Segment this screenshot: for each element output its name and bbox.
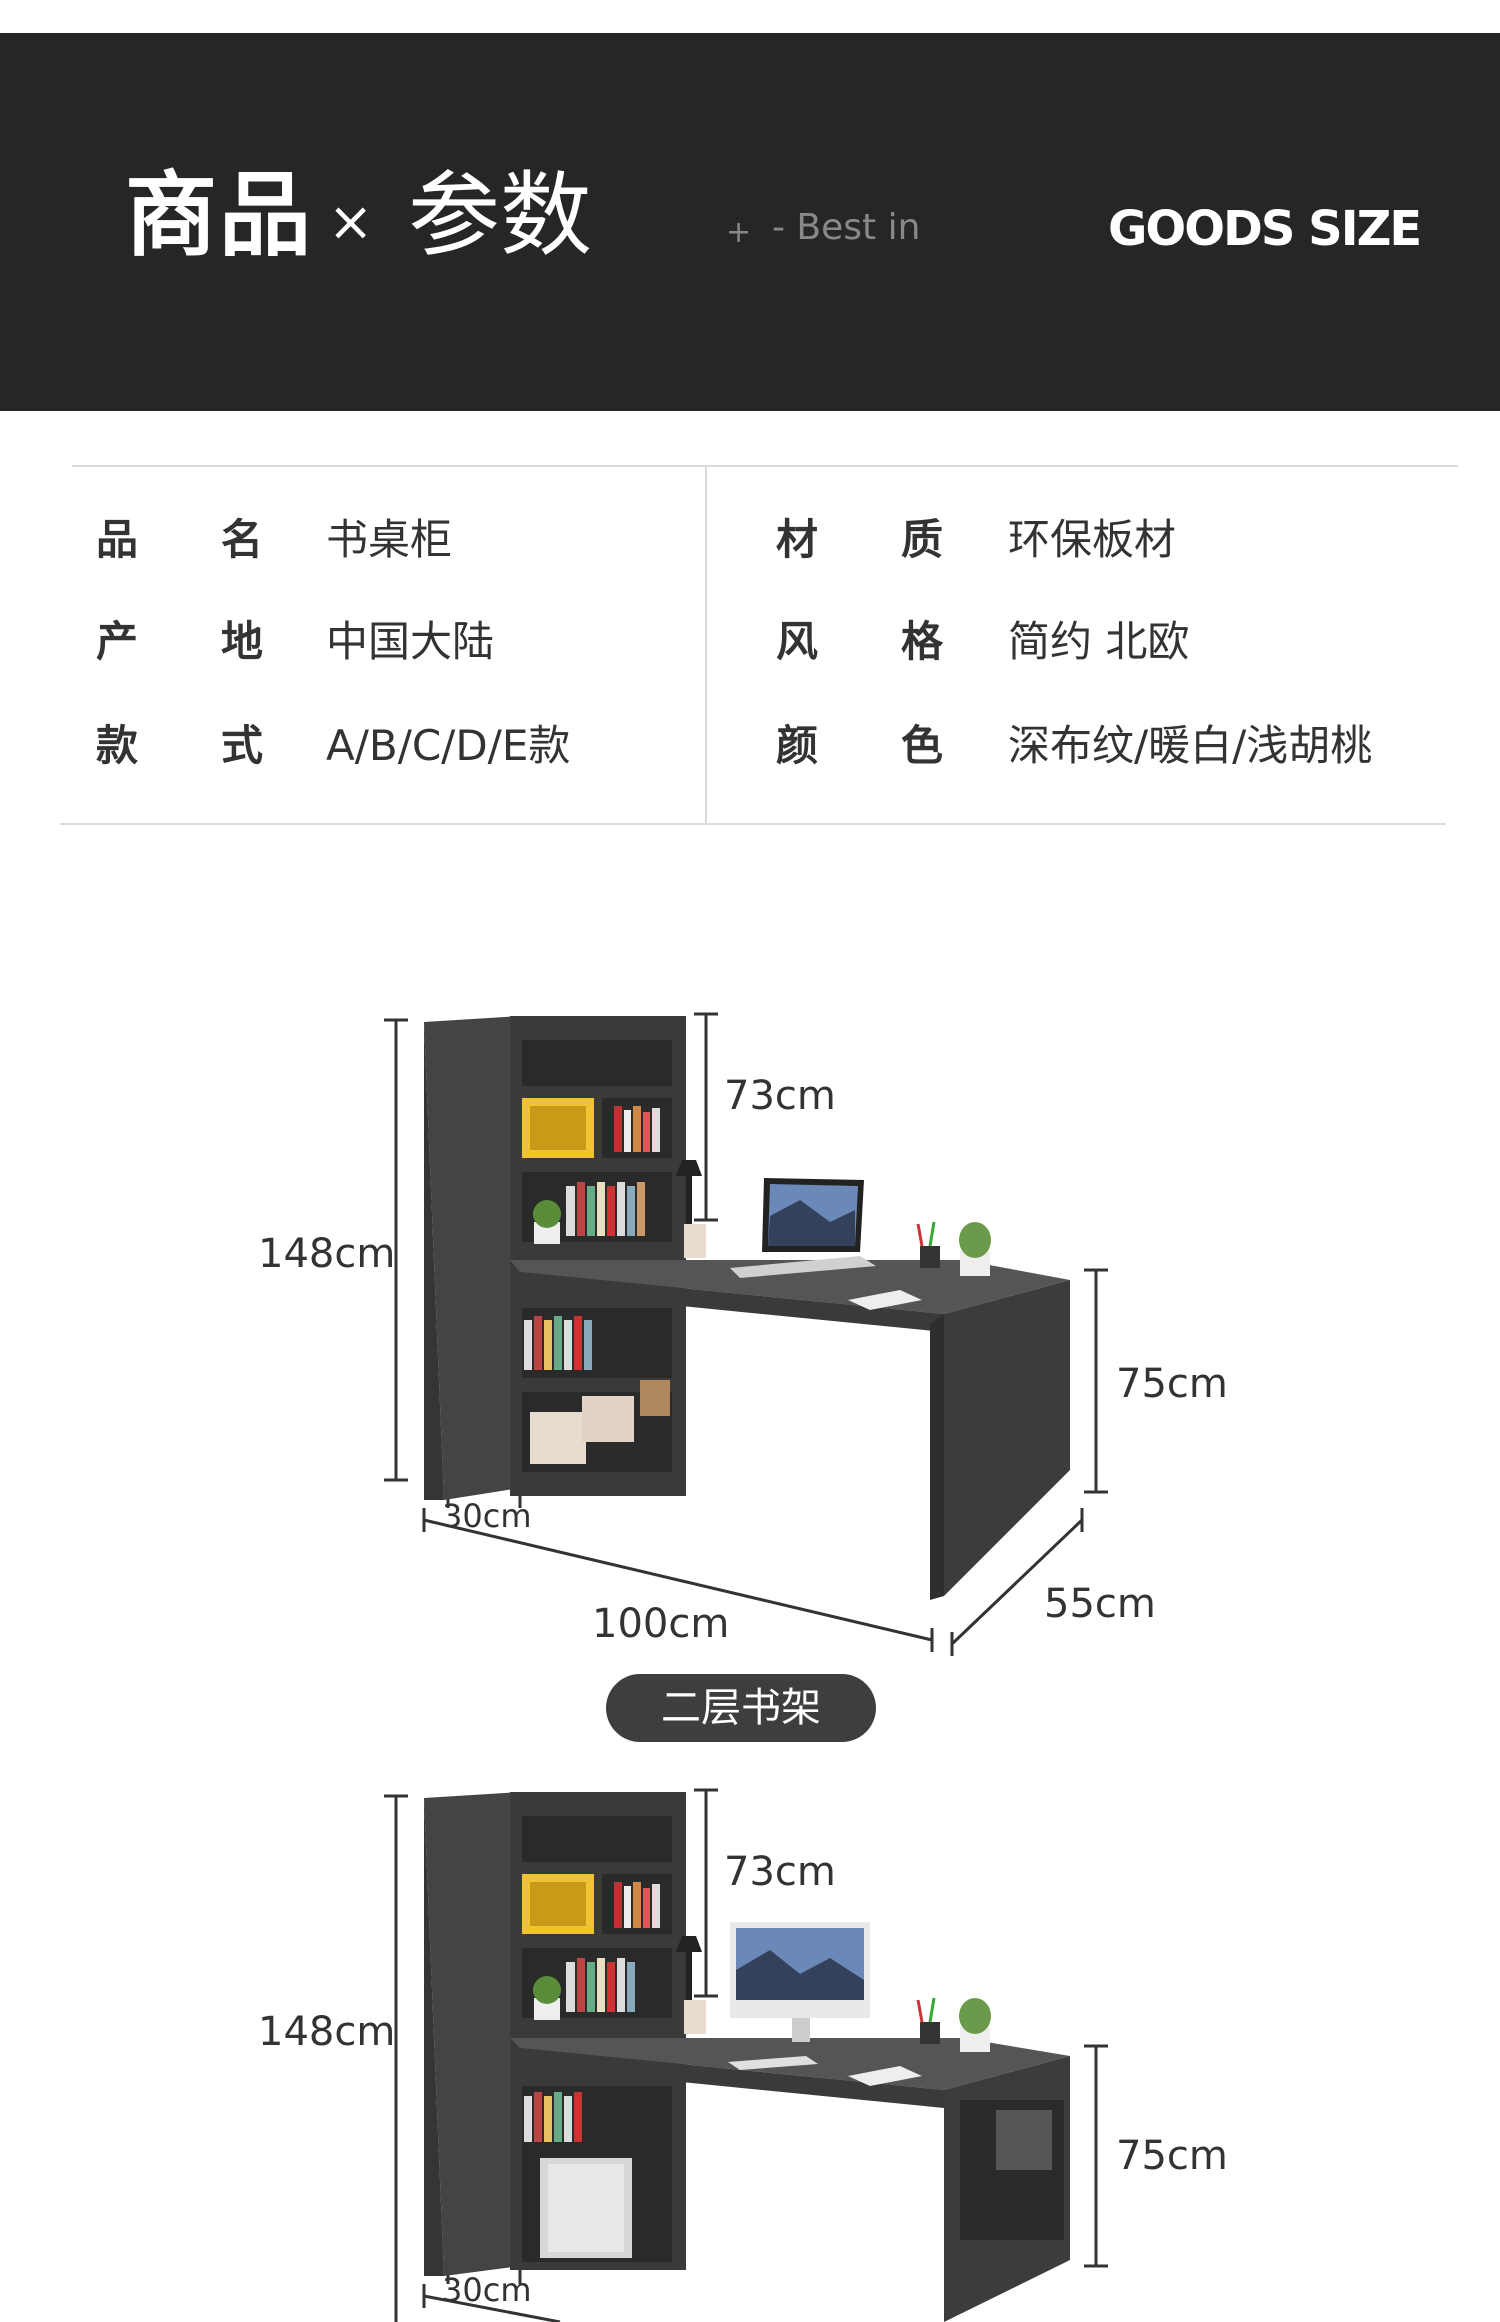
dimension-width: 100cm [592, 1601, 730, 1647]
spec-value: 环保板材 [1008, 515, 1177, 564]
header-tagline: - Best in [772, 207, 921, 248]
dimension-total-height: 148cm [258, 1231, 396, 1277]
product-image-desk-desktop [384, 1788, 1108, 2322]
spec-table-top-border [72, 465, 1458, 467]
dimension-shelf-depth: 30cm [442, 1497, 532, 1535]
spec-row-origin: 产 地 中国大陆 [96, 612, 696, 672]
spec-row-color: 颜 色 深布纹/暖白/浅胡桃 [776, 716, 1456, 776]
dimension-desk-height: 75cm [1116, 1361, 1228, 1407]
dimension-shelf-height: 73cm [724, 1073, 836, 1119]
spec-value: 中国大陆 [326, 617, 495, 666]
dimension-shelf-height-2: 73cm [724, 1849, 836, 1895]
spec-table-bottom-border [60, 823, 1446, 825]
variant-badge: 二层书架 [606, 1674, 876, 1742]
spec-value: 深布纹/暖白/浅胡桃 [1008, 721, 1373, 770]
header-banner [0, 33, 1500, 411]
spec-row-design: 风 格 简约 北欧 [776, 612, 1456, 672]
plus-icon: + [726, 215, 752, 250]
spec-table-divider [705, 465, 707, 825]
spec-value: A/B/C/D/E款 [326, 721, 571, 770]
dimension-shelf-depth-2: 30cm [442, 2271, 532, 2309]
header-title-params: 参数 [408, 162, 593, 269]
spec-row-material: 材 质 环保板材 [776, 510, 1456, 570]
spec-row-name: 品 名 书桌柜 [96, 510, 696, 570]
dimension-desk-height-2: 75cm [1116, 2133, 1228, 2179]
product-image-desk-laptop [384, 1012, 1108, 1656]
header-title-goods: 商品 [125, 162, 314, 269]
spec-row-style: 款 式 A/B/C/D/E款 [96, 716, 696, 776]
spec-value: 书桌柜 [326, 515, 453, 564]
spec-value: 简约 北欧 [1008, 617, 1190, 666]
dimension-depth: 55cm [1044, 1581, 1156, 1627]
header-title-separator: × [328, 190, 374, 253]
dimension-total-height-2: 148cm [258, 2009, 396, 2055]
header-goods-size: GOODS SIZE [1108, 201, 1422, 257]
